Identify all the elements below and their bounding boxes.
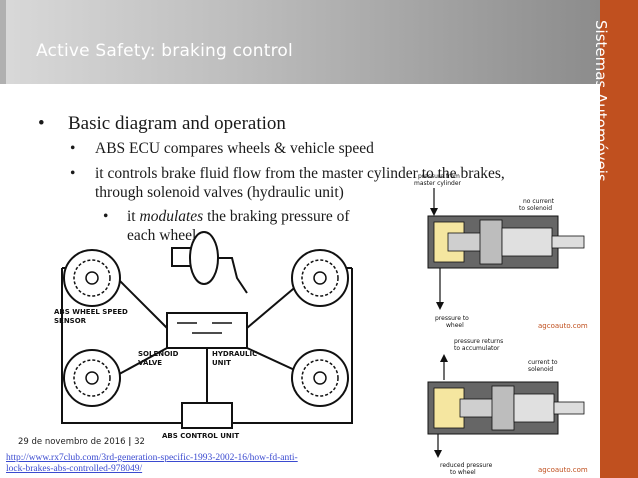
bullet-marker: • <box>70 140 76 157</box>
label-returns-1: pressure returns <box>454 338 503 345</box>
wheel-front-left <box>63 249 121 307</box>
label-reduced-2: to wheel <box>450 469 476 476</box>
hydraulic-unit-box <box>166 312 248 349</box>
label-speed-sensor-1: ABS WHEEL SPEED <box>54 308 128 316</box>
label-speed-sensor-2: SENSOR <box>54 317 87 325</box>
valve-bottom <box>427 381 585 435</box>
solenoid-valve-diagram: pressure from master cylinder no current… <box>414 173 588 476</box>
label-no-current-1: no current <box>523 198 555 205</box>
wheel-front-right <box>291 249 349 307</box>
hydraulic-unit-internals <box>177 322 232 334</box>
label-reduced-1: reduced pressure <box>440 462 493 469</box>
label-current-2: solenoid <box>528 366 553 373</box>
title-banner-edge <box>0 0 6 84</box>
source-link-line2[interactable]: lock-brakes-abs-controlled-978049/ <box>6 464 143 474</box>
credit-bottom: agcoauto.com <box>538 466 588 474</box>
bullet-text-modulates-line2: each wheel <box>127 227 197 244</box>
bullet-level2-flow: • <box>70 165 75 183</box>
wheel-rear-right <box>291 349 349 407</box>
brake-line-right <box>232 268 353 424</box>
brake-booster-master-cylinder <box>171 231 248 294</box>
label-solenoid-1: SOLENOID <box>138 350 179 358</box>
abs-control-unit-box <box>181 402 233 429</box>
source-link-line1[interactable]: http://www.rx7club.com/3rd-generation-sp… <box>6 453 298 463</box>
bullet-level3-modulates: • <box>103 208 108 226</box>
wheel-rear-left <box>63 349 121 407</box>
source-link[interactable]: http://www.rx7club.com/3rd-generation-sp… <box>6 453 336 475</box>
bullet-pre: it <box>127 208 140 225</box>
bullet-marker: • <box>70 165 76 182</box>
bullet-level2-ecu: • <box>70 140 75 158</box>
footer-date: 29 de novembro de 2016 <box>18 437 126 447</box>
bullet-text-flow-line2: through solenoid valves (hydraulic unit) <box>95 184 344 201</box>
label-control-unit: ABS CONTROL UNIT <box>162 432 239 440</box>
label-hydraulic-2: UNIT <box>212 359 231 367</box>
sidebar-vertical-title: Sistemas Automóveis <box>592 20 610 182</box>
bullet-marker: • <box>103 208 109 225</box>
label-hydraulic-1: HYDRAULIC <box>212 350 257 358</box>
sidebar-title-container: Sistemas Automóveis <box>592 0 638 478</box>
title-banner: Active Safety: braking control <box>0 0 600 84</box>
bullet-text-modulates: it modulates the braking pressure of <box>127 208 350 226</box>
label-pressure-from-2: master cylinder <box>414 180 462 187</box>
label-current-1: current to <box>528 359 558 366</box>
credit-top: agcoauto.com <box>538 322 588 330</box>
bullet-text-ecu: ABS ECU compares wheels & vehicle speed <box>95 140 374 157</box>
bullet-emphasis: modulates <box>139 208 204 225</box>
bullet-text: Basic diagram and operation <box>68 113 286 134</box>
slide-title: Active Safety: braking control <box>36 41 293 61</box>
label-pressure-to-2: wheel <box>446 322 464 329</box>
abs-system-diagram: ABS WHEEL SPEED SENSOR SOLENOID VALVE HY… <box>54 231 353 440</box>
bullet-marker: • <box>38 113 45 134</box>
footer-page-number: 32 <box>134 437 145 447</box>
brake-line-left <box>61 268 182 424</box>
label-returns-2: to accumulator <box>454 345 500 352</box>
bullet-text-flow-line1: it controls brake fluid flow from the ma… <box>95 165 505 182</box>
label-pressure-to-1: pressure to <box>435 315 469 322</box>
footer-date-page: 29 de novembro de 2016 | 32 <box>18 437 145 447</box>
label-pressure-from-1: pressure from <box>418 173 460 180</box>
sidebar-accent <box>600 0 638 478</box>
bullet-post: the braking pressure of <box>203 208 350 225</box>
footer-separator: | <box>128 437 132 447</box>
label-solenoid-2: VALVE <box>138 359 162 367</box>
label-no-current-2: to solenoid <box>519 205 552 212</box>
valve-top <box>427 215 585 269</box>
